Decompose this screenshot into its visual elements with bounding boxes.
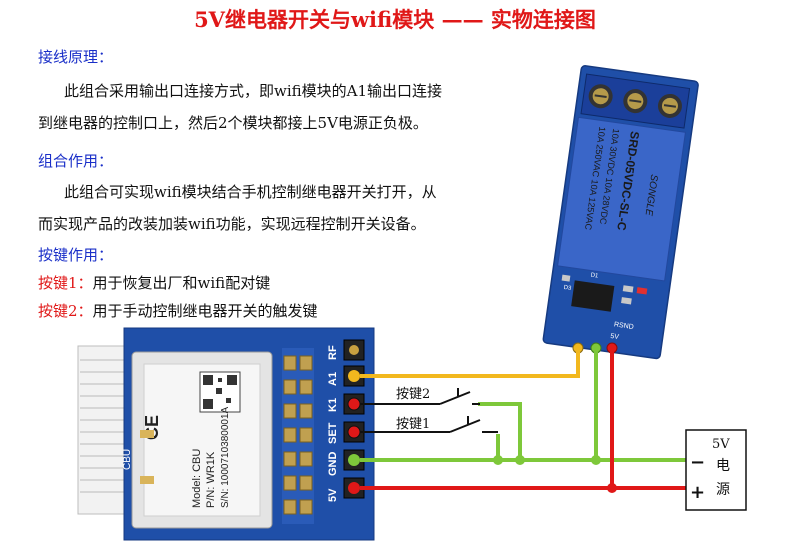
pin-label-k1: K1 <box>327 398 339 412</box>
function-text-line1: 此组合可实现wifi模块结合手机控制继电器开关打开，从 <box>64 183 437 201</box>
chip-label: CBU <box>122 449 133 470</box>
switch-key2 <box>360 388 480 405</box>
module-pn: P/N: WR1K <box>205 451 217 508</box>
section-heading-wiring: 接线原理： <box>38 48 114 66</box>
pin-label-set: SET <box>327 422 339 444</box>
pin-a1-dot <box>348 370 360 382</box>
module-sn: S/N: 1000710380001A <box>220 406 231 508</box>
page-title: 5V继电器开关与wifi模块 —— 实物连接图 <box>194 7 596 32</box>
module-model: Model: CBU <box>191 449 203 508</box>
power-supply: 5V 电 源 − + <box>685 429 747 511</box>
section-heading-keys: 按键作用： <box>38 246 114 264</box>
section-heading-function: 组合作用： <box>38 152 114 170</box>
pin-label-a1: A1 <box>327 372 339 386</box>
wiring-text-line2: 到继电器的控制口上，然后2个模块都接上5V电源正负极。 <box>38 114 428 132</box>
pin-gnd-dot <box>348 454 360 466</box>
relay-driver-chip <box>571 280 615 312</box>
relay-pcb-d3: D3 <box>563 285 572 292</box>
pin-label-gnd: GND <box>327 452 339 477</box>
wifi-module: CE Model: CBU P/N: WR1K S/N: 10007103800… <box>77 327 375 541</box>
key1-label: 按键1： <box>38 274 93 292</box>
function-text-line2: 而实现产品的改装加装wifi功能，实现远程控制开关设备。 <box>38 215 426 233</box>
power-voltage: 5V <box>712 437 730 452</box>
relay-pcb-d1: D1 <box>590 273 599 280</box>
pin-5v-dot <box>348 482 360 494</box>
power-minus: − <box>690 452 705 473</box>
switch-key1 <box>360 416 498 433</box>
key2-text: 用于手动控制继电器开关的触发键 <box>92 302 318 320</box>
pin-label-5v: 5V <box>327 488 339 502</box>
pin-set-dot <box>347 425 361 439</box>
wiring-text-line1: 此组合采用输出口连接方式，即wifi模块的A1输出口连接 <box>64 82 443 100</box>
power-label-char2: 源 <box>716 482 730 498</box>
pin-label-rf: RF <box>327 345 339 360</box>
key2-label: 按键2： <box>38 302 93 320</box>
relay-pcb-rsnd: RSND <box>613 321 634 331</box>
key2-description: 按键2：用于手动控制继电器开关的触发键 <box>38 300 318 321</box>
switch-key1-label: 按键1 <box>396 417 430 432</box>
power-plus: + <box>690 482 705 503</box>
switch-key2-label: 按键2 <box>396 387 430 402</box>
relay-module: 10A 250VAC 10A 125VAC 10A 30VDC 10A 28VD… <box>542 65 699 360</box>
power-label-char1: 电 <box>716 458 730 474</box>
key1-description: 按键1：用于恢复出厂和wifi配对键 <box>38 272 270 293</box>
key1-text: 用于恢复出厂和wifi配对键 <box>92 274 271 292</box>
wire-signal <box>360 350 580 378</box>
pin-k1-dot <box>347 397 361 411</box>
relay-pcb-5v: 5V <box>610 333 620 341</box>
